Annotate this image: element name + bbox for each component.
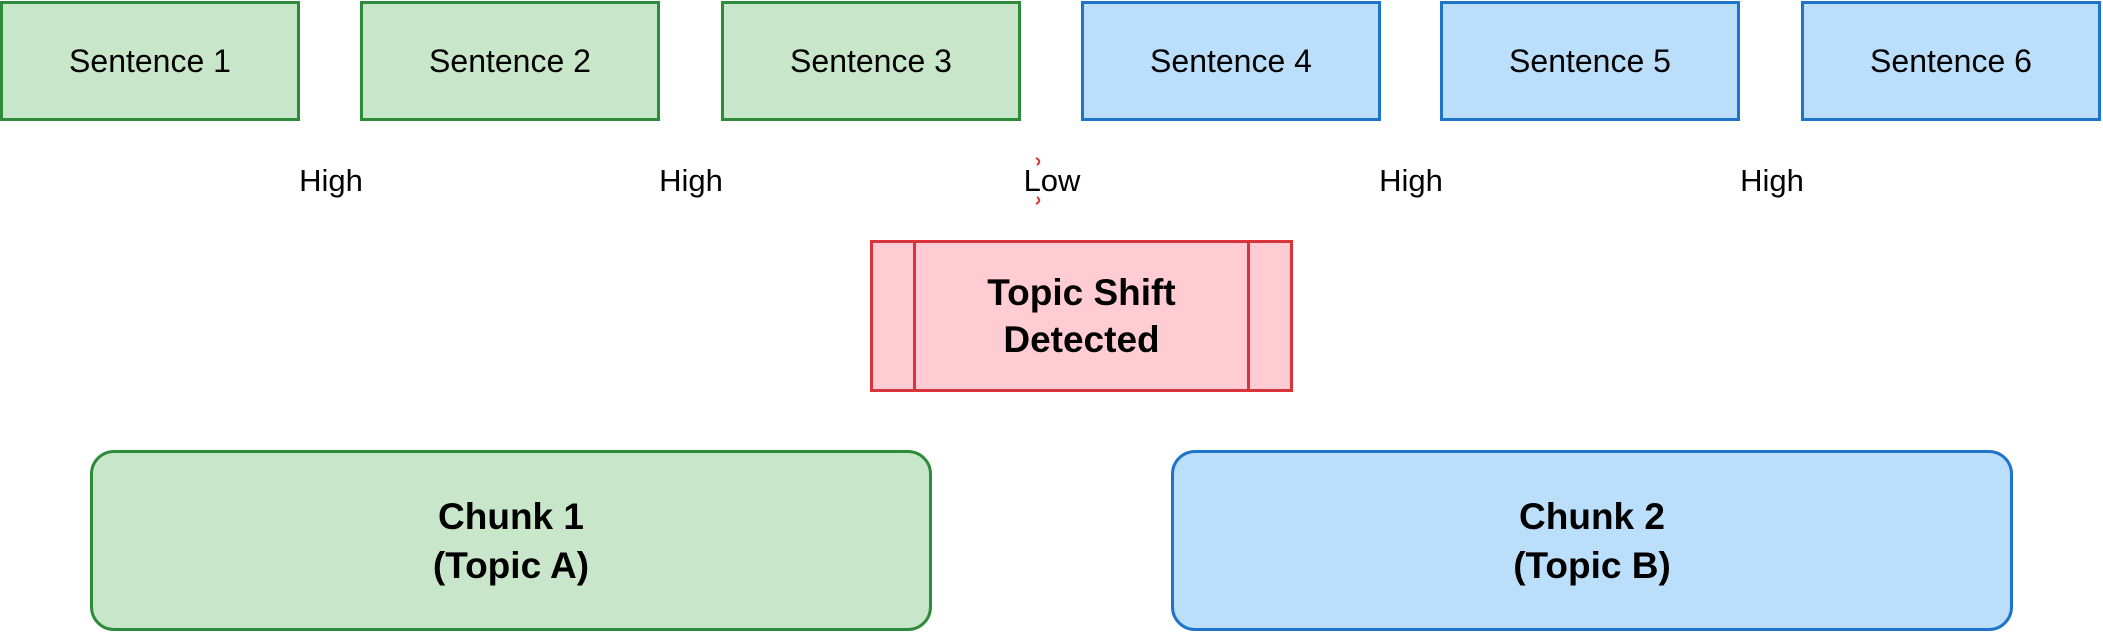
sentence-box-1: Sentence 1 bbox=[0, 1, 300, 121]
topic-shift-line-2: Detected bbox=[1003, 319, 1160, 360]
similarity-label-1: High bbox=[299, 163, 363, 198]
sentence-box-4: Sentence 4 bbox=[1081, 1, 1381, 121]
shift-box-divider bbox=[913, 243, 916, 389]
topic-shift-box: Topic Shift Detected bbox=[870, 240, 1293, 392]
similarity-label-4: High bbox=[1379, 163, 1443, 198]
similarity-label-3: Low bbox=[1023, 163, 1081, 198]
sentence-label: Sentence 4 bbox=[1150, 42, 1312, 79]
sentence-label: Sentence 1 bbox=[69, 42, 231, 79]
sentence-box-5: Sentence 5 bbox=[1440, 1, 1740, 121]
shift-box-divider bbox=[1247, 243, 1250, 389]
sentence-box-6: Sentence 6 bbox=[1801, 1, 2101, 121]
sentence-label: Sentence 5 bbox=[1509, 42, 1671, 79]
similarity-label-2: High bbox=[659, 163, 723, 198]
chunk-title: Chunk 2 bbox=[1519, 495, 1665, 537]
chunk-box-1: Chunk 1 (Topic A) bbox=[90, 450, 932, 631]
topic-shift-line-1: Topic Shift bbox=[987, 272, 1176, 313]
similarity-label-5: High bbox=[1740, 163, 1804, 198]
chunk-box-2: Chunk 2 (Topic B) bbox=[1171, 450, 2013, 631]
break-marker-icon bbox=[1035, 157, 1041, 205]
sentence-label: Sentence 2 bbox=[429, 42, 591, 79]
chunk-topic: (Topic A) bbox=[432, 544, 590, 586]
chunk-title: Chunk 1 bbox=[438, 495, 584, 537]
sentence-label: Sentence 6 bbox=[1870, 42, 2032, 79]
sentence-box-3: Sentence 3 bbox=[721, 1, 1021, 121]
chunk-topic: (Topic B) bbox=[1513, 544, 1671, 586]
sentence-box-2: Sentence 2 bbox=[360, 1, 660, 121]
sentence-label: Sentence 3 bbox=[790, 42, 952, 79]
topic-shift-label: Topic Shift Detected bbox=[916, 243, 1247, 389]
low-similarity-marker: Low bbox=[992, 157, 1112, 205]
